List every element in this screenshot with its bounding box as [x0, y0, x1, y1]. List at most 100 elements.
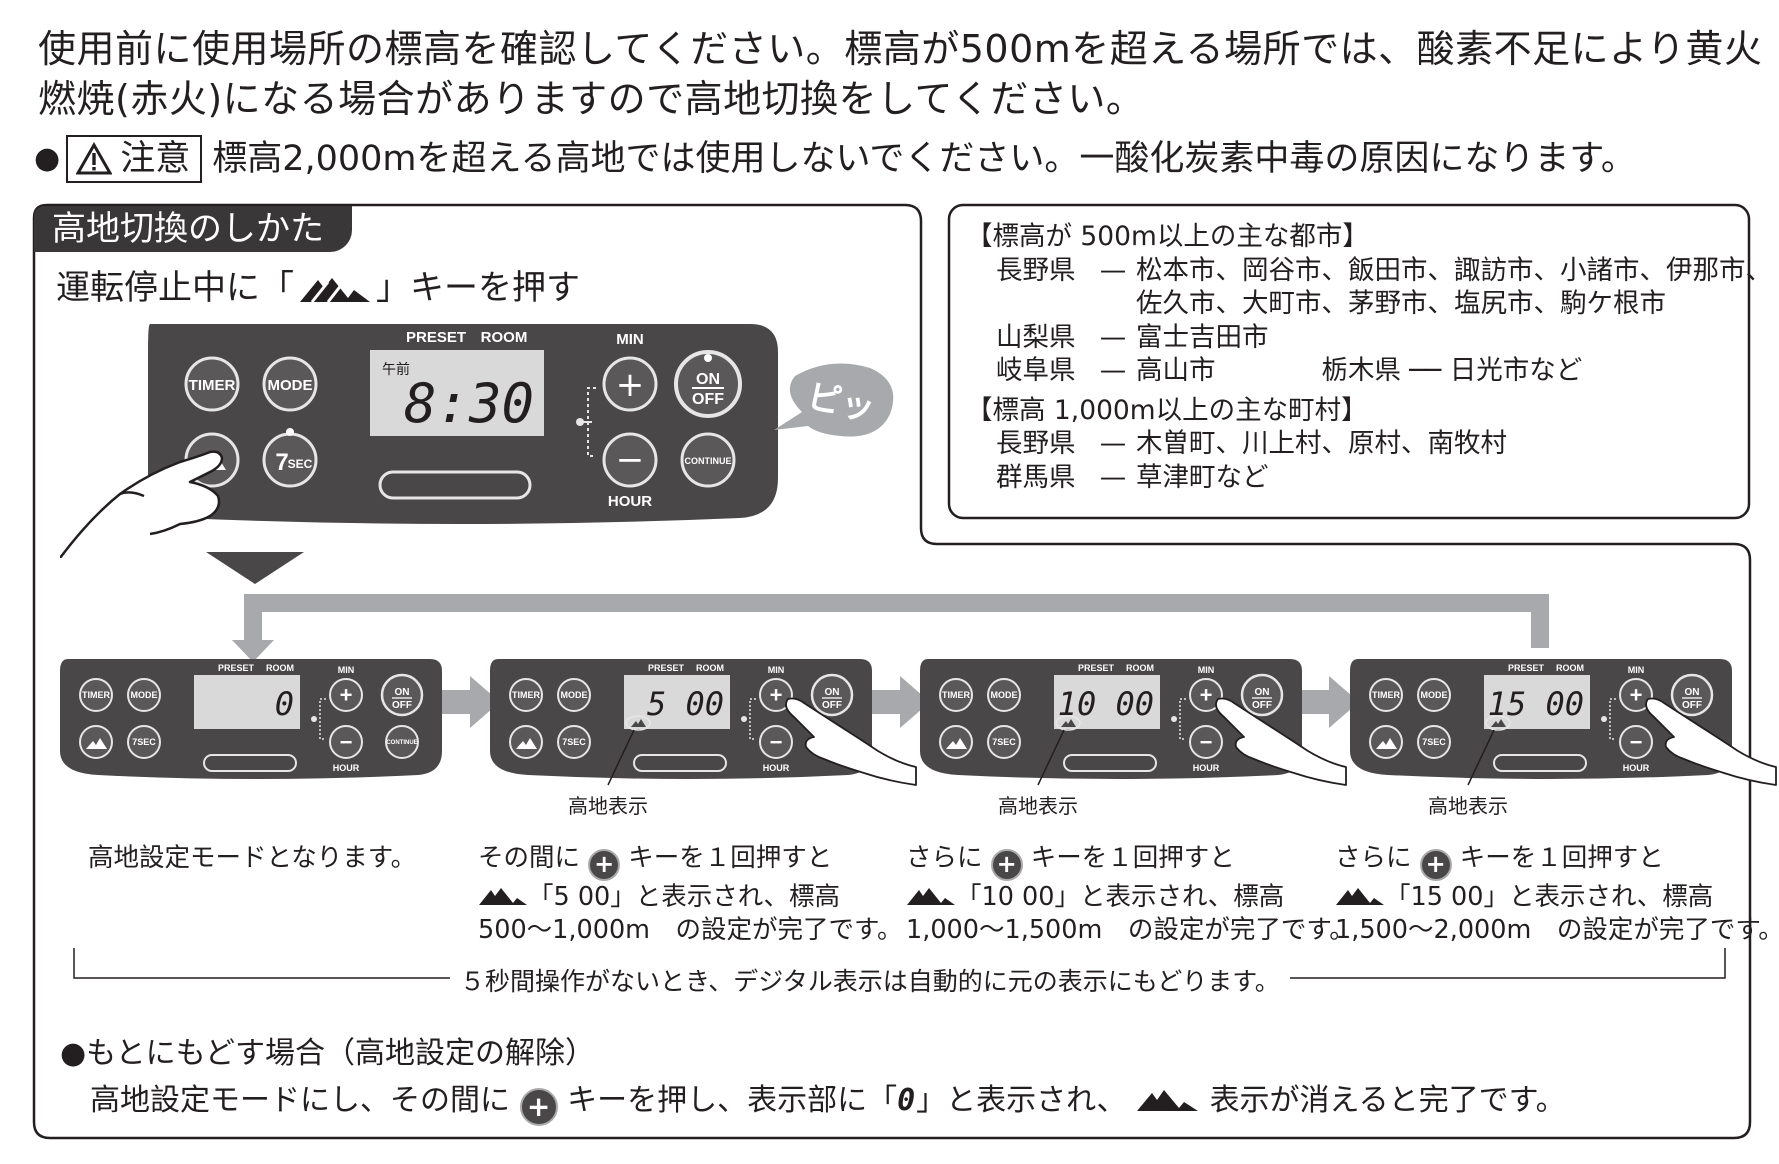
mode-button[interactable]: MODE	[987, 678, 1021, 712]
plus-label: +	[616, 365, 645, 405]
lcd-screen	[1054, 675, 1160, 729]
plus-button[interactable]: +	[1619, 678, 1653, 712]
step-2-text: その間に + キーを１回押すと 「5 00」と表示され、標高 500〜1,000…	[478, 842, 902, 947]
room-label: ROOM	[696, 663, 724, 673]
altitude-button[interactable]	[1369, 725, 1403, 759]
continue-button[interactable]: CONTINUE	[680, 432, 736, 488]
7sec-button-label: 7SEC	[1422, 737, 1446, 747]
timer-button[interactable]: TIMER	[509, 678, 543, 712]
timer-button-label: TIMER	[82, 690, 110, 700]
mode-button[interactable]: MODE	[127, 678, 161, 712]
control-panel-large: TIMER MODE 7SEC PRESET ROOM 午前 8:30 MIN …	[60, 324, 894, 558]
prefecture	[996, 287, 1090, 321]
dash: —	[1099, 254, 1127, 286]
prefecture: 岐阜県	[996, 355, 1076, 386]
dash: —	[1099, 321, 1127, 353]
prefecture: 長野県	[996, 254, 1076, 286]
altitude-button[interactable]	[79, 725, 113, 759]
cities-header-500: 【標高が 500m以上の主な都市】	[966, 221, 1369, 252]
lamp-window	[1063, 754, 1157, 772]
cities-header-1000: 【標高 1,000m以上の主な町村】	[966, 394, 1368, 426]
min-label: MIN	[1628, 665, 1645, 675]
plus-button-label: +	[770, 683, 783, 708]
plus-button[interactable]: +	[759, 678, 793, 712]
cities-row: 山梨県—富士吉田市	[966, 321, 1772, 355]
hand-illustration	[60, 450, 224, 558]
plus-button[interactable]: +	[329, 678, 363, 712]
plus-button-label: +	[1630, 683, 1643, 708]
step-1-line: 高地設定モードとなります。	[88, 843, 417, 873]
minus-button[interactable]: −	[329, 725, 363, 759]
reset-end: 表示が消えると完了です。	[1209, 1083, 1566, 1118]
7sec-button[interactable]: 7SEC	[262, 428, 318, 488]
minus-button-label: −	[340, 730, 353, 755]
preset-label: PRESET	[218, 663, 255, 673]
plus-button[interactable]: +	[602, 356, 658, 412]
onoff-button[interactable]: ON OFF	[1240, 673, 1284, 717]
on-label: ON	[825, 687, 840, 698]
lamp-window	[378, 470, 532, 500]
key-icon	[1171, 716, 1177, 722]
timer-button[interactable]: TIMER	[1369, 678, 1403, 712]
continue-button[interactable]: CONTINUE	[385, 725, 419, 759]
footnote: ５秒間操作がないとき、デジタル表示は自動的に元の表示にもどります。	[450, 962, 1290, 998]
dash	[1090, 287, 1136, 321]
preset-label: PRESET	[648, 663, 685, 673]
plus-button-label: +	[340, 683, 353, 708]
7sec-button[interactable]: 7SEC	[987, 725, 1021, 759]
7sec-button[interactable]: 7SEC	[1417, 725, 1451, 759]
7sec-button[interactable]: 7SEC	[127, 725, 161, 759]
caution-badge: 注意	[66, 135, 203, 183]
minus-label: −	[616, 440, 645, 480]
onoff-button[interactable]: ON OFF	[810, 673, 854, 717]
cities-row: 長野県—木曽町、川上村、原村、南牧村	[966, 427, 1772, 461]
timer-button[interactable]: TIMER	[184, 356, 240, 412]
preset-label: PRESET	[406, 329, 466, 346]
mode-button[interactable]: MODE	[557, 678, 591, 712]
dash: —	[1099, 461, 1127, 493]
minus-button[interactable]: −	[602, 432, 658, 488]
altitude-indicator	[625, 715, 651, 731]
room-label: ROOM	[481, 329, 528, 346]
altitude-icon	[479, 887, 527, 905]
lamp-window	[1493, 754, 1587, 772]
on-label: ON	[395, 687, 410, 698]
plus-button[interactable]: +	[1189, 678, 1223, 712]
altitude-icon	[1336, 887, 1384, 905]
on-label: ON	[696, 371, 720, 388]
7sec-label: SEC	[288, 457, 313, 471]
altitude-indicator	[1055, 715, 1081, 731]
plus-button-label: +	[1200, 683, 1213, 708]
hour-label: HOUR	[763, 763, 790, 773]
timer-button[interactable]: TIMER	[939, 678, 973, 712]
timer-button-label: TIMER	[512, 690, 540, 700]
altitude-button[interactable]	[939, 725, 973, 759]
room-label: ROOM	[1556, 663, 1584, 673]
warning-icon	[76, 142, 113, 175]
lcd-display: 10 00	[1058, 685, 1154, 723]
off-label: OFF	[692, 391, 724, 408]
altitude-caption: 高地表示	[568, 794, 648, 815]
lcd-screen	[370, 350, 544, 436]
mode-button[interactable]: MODE	[262, 356, 318, 412]
minus-button[interactable]: −	[1189, 725, 1223, 759]
mode-button[interactable]: MODE	[1417, 678, 1451, 712]
cities-row: 群馬県—草津町など	[966, 461, 1772, 495]
minus-button[interactable]: −	[1619, 725, 1653, 759]
hand-illustration	[1645, 697, 1777, 786]
timer-button[interactable]: TIMER	[79, 678, 113, 712]
7sec-button[interactable]: 7SEC	[557, 725, 591, 759]
altitude-button[interactable]	[509, 725, 543, 759]
off-label: OFF	[1252, 700, 1272, 711]
mode-label: MODE	[268, 377, 313, 394]
reset-digit: 0	[897, 1083, 917, 1118]
onoff-button[interactable]: ON OFF	[674, 350, 742, 418]
on-label: ON	[1255, 687, 1270, 698]
minus-button[interactable]: −	[759, 725, 793, 759]
step-3-post: キーを１回押すと	[1030, 843, 1235, 873]
off-label: OFF	[822, 700, 842, 711]
reset-post: 」と表示され、	[916, 1083, 1127, 1118]
